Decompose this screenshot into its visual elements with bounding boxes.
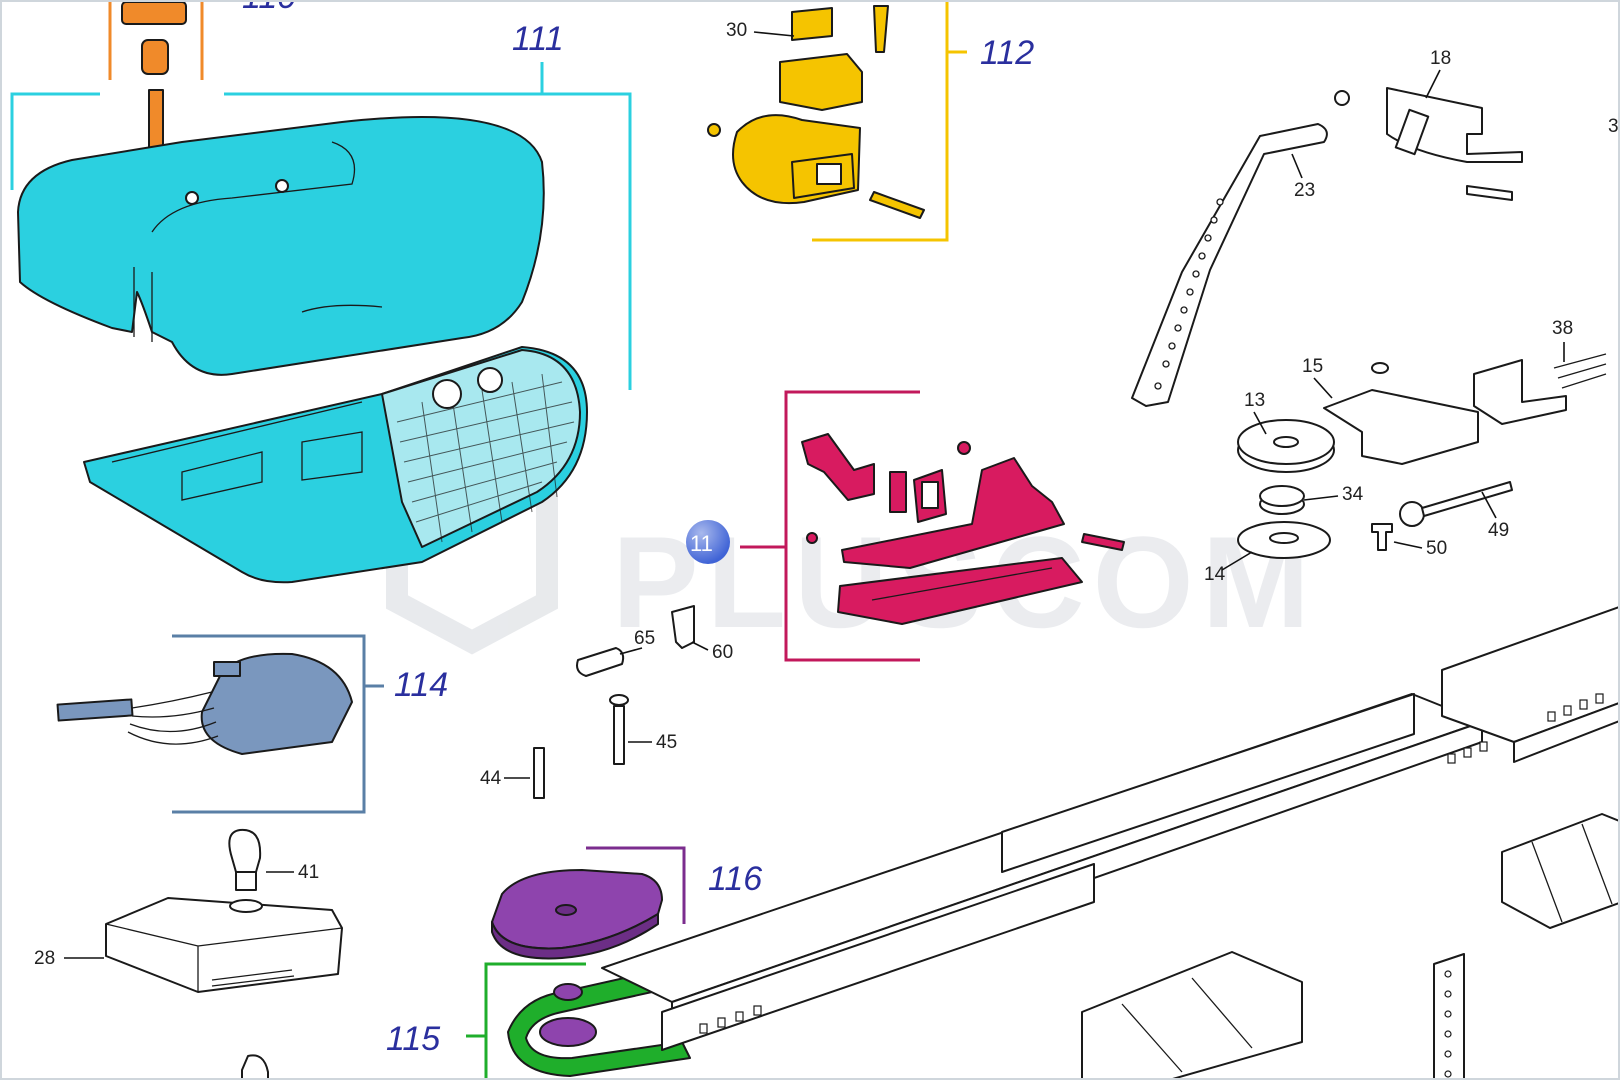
group-114: 114 — [56, 634, 448, 814]
part-label-30: 30 — [726, 20, 747, 41]
part-label-44: 44 — [480, 768, 502, 789]
part-label-38: 38 — [1552, 318, 1573, 339]
group-label-114: 114 — [394, 666, 448, 704]
part-label-18: 18 — [1430, 48, 1451, 69]
group-label-115: 115 — [386, 1020, 440, 1058]
part-label-50: 50 — [1426, 538, 1447, 559]
group-label-110: 110 — [242, 2, 296, 16]
part-label-28: 28 — [34, 948, 55, 969]
part-label-15: 15 — [1302, 356, 1323, 377]
rail-assembly — [601, 606, 1618, 1078]
group-label-116: 116 — [708, 860, 762, 898]
part-label-49: 49 — [1488, 520, 1509, 541]
part-label-45: 45 — [656, 732, 677, 753]
group-label-113: 11 — [690, 531, 713, 556]
group-112: 112 30 — [707, 2, 1034, 242]
control-board-and-bulb: 41 28 — [34, 828, 343, 1078]
watermark: PLUSCOM — [386, 463, 1310, 655]
group-113: 11 — [686, 390, 1125, 662]
part-label-3: 3 — [1608, 116, 1619, 137]
group-111: 111 — [10, 20, 632, 584]
part-label-41: 41 — [298, 862, 319, 883]
part-label-23: 23 — [1294, 180, 1315, 201]
group-label-111: 111 — [512, 20, 564, 58]
part-label-14: 14 — [1204, 564, 1226, 585]
bracket-arm-assembly: 18 3 23 38 15 13 34 — [1131, 48, 1619, 585]
group-116: 116 — [491, 846, 762, 960]
part-label-13: 13 — [1244, 390, 1265, 411]
group-115: 115 — [386, 962, 691, 1078]
part-label-34: 34 — [1342, 484, 1364, 505]
part-label-65: 65 — [634, 628, 655, 649]
group-label-112: 112 — [980, 34, 1034, 72]
small-hardware: 65 60 45 44 — [480, 605, 733, 799]
part-label-60: 60 — [712, 642, 733, 663]
